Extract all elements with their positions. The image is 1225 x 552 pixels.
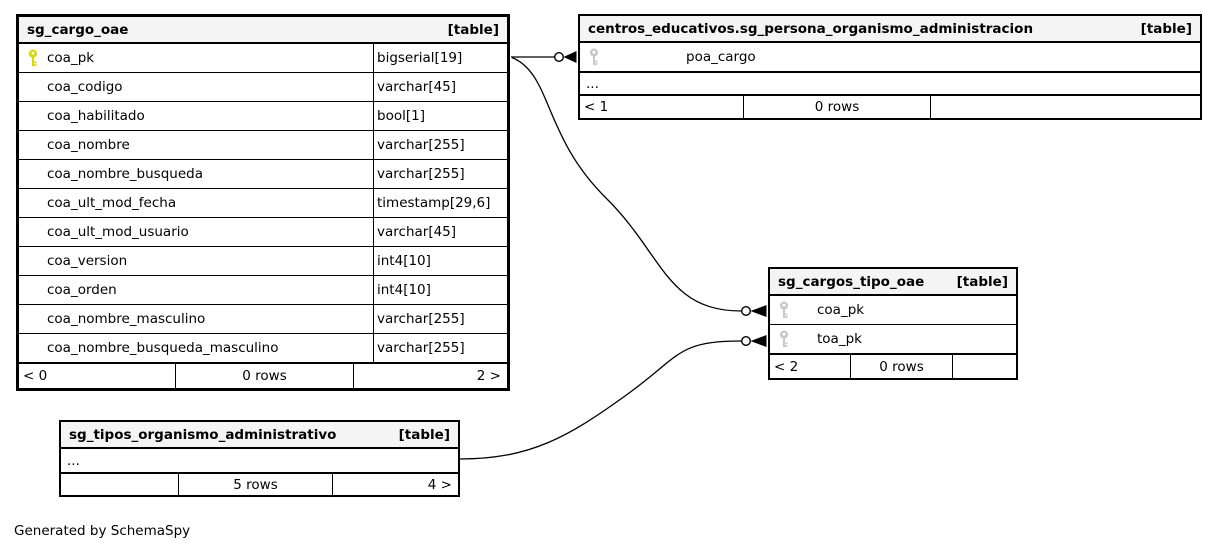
row-count: 0 rows [850, 355, 952, 378]
table-header: centros_educativos.sg_persona_organismo_… [580, 16, 1200, 43]
row-count: 0 rows [743, 96, 930, 118]
cardinality-marker-cargos_tipo-coa_pk [741, 305, 767, 317]
column-name: coa_pk [817, 302, 865, 318]
table-header: sg_cargo_oae [table] [19, 17, 507, 44]
column-type: int4[10] [373, 247, 507, 275]
paginator-next[interactable]: 4 > [332, 474, 458, 495]
column-row: coa_pk bigserial[19] [19, 44, 507, 72]
column-name-cell: poa_cargo [580, 43, 1200, 71]
column-name: coa_pk [47, 50, 95, 66]
column-name: toa_pk [817, 331, 862, 347]
table-type-tag: [table] [956, 273, 1008, 290]
column-name: coa_orden [47, 282, 117, 298]
column-row: toa_pk [770, 324, 1016, 353]
column-row: coa_version int4[10] [19, 246, 507, 275]
paginator-prev[interactable]: < 2 [774, 358, 799, 375]
cardinality-marker-cargos_tipo-toa_pk [741, 335, 767, 347]
table-header: sg_tipos_organismo_administrativo [table… [61, 422, 458, 449]
table-sg_tipos_organismo_administrativo[interactable]: sg_tipos_organismo_administrativo [table… [59, 420, 460, 497]
column-name: coa_version [47, 253, 128, 269]
paginator-prev [61, 474, 178, 495]
table-centros_educativos-sg_persona_organismo_administracion[interactable]: centros_educativos.sg_persona_organismo_… [578, 14, 1202, 120]
column-type: bool[1] [373, 102, 507, 130]
column-row: coa_orden int4[10] [19, 275, 507, 304]
column-name: coa_nombre_busqueda [47, 166, 203, 182]
table-sg_cargos_tipo_oae[interactable]: sg_cargos_tipo_oae [table] coa_pk [768, 267, 1018, 380]
column-name-cell: coa_pk [770, 296, 1016, 324]
column-type: varchar[45] [373, 73, 507, 101]
paginator-next[interactable]: 2 > [353, 364, 507, 388]
column-row: coa_codigo varchar[45] [19, 72, 507, 101]
foreign-key-icon [778, 301, 794, 319]
column-type: bigserial[19] [373, 44, 507, 72]
column-name-cell: coa_version [19, 247, 373, 275]
ellipsis-row: ... [67, 452, 80, 469]
column-type: timestamp[29,6] [373, 189, 507, 217]
column-type: varchar[45] [373, 218, 507, 246]
column-name-cell: toa_pk [770, 325, 1016, 353]
table-title: sg_cargos_tipo_oae [778, 273, 925, 290]
column-row: coa_ult_mod_fecha timestamp[29,6] [19, 188, 507, 217]
column-row: poa_cargo [580, 43, 1200, 73]
column-type: varchar[255] [373, 305, 507, 333]
column-row: coa_nombre varchar[255] [19, 130, 507, 159]
column-name-cell: coa_habilitado [19, 102, 373, 130]
foreign-key-icon [778, 330, 794, 348]
table-title: sg_cargo_oae [27, 21, 129, 38]
column-type: varchar[255] [373, 131, 507, 159]
column-name: coa_nombre_busqueda_masculino [47, 340, 279, 356]
paginator-prev[interactable]: < 0 [23, 368, 48, 384]
column-name-cell: coa_ult_mod_fecha [19, 189, 373, 217]
column-name-cell: coa_pk [19, 44, 373, 72]
column-name-cell: coa_nombre_busqueda_masculino [19, 334, 373, 362]
column-name: coa_nombre [47, 137, 130, 153]
column-row: coa_nombre_busqueda_masculino varchar[25… [19, 333, 507, 362]
table-footer: < 2 0 rows [770, 353, 1016, 378]
table-sg_cargo_oae[interactable]: sg_cargo_oae [table] coa_pk bigserial[19… [16, 14, 510, 391]
table-footer: 5 rows 4 > [61, 472, 458, 495]
column-row: coa_habilitado bool[1] [19, 101, 507, 130]
column-row: coa_ult_mod_usuario varchar[45] [19, 217, 507, 246]
ellipsis-row: ... [586, 75, 599, 92]
column-name-cell: coa_nombre_masculino [19, 305, 373, 333]
table-header: sg_cargos_tipo_oae [table] [770, 269, 1016, 296]
table-title: centros_educativos.sg_persona_organismo_… [588, 20, 1034, 37]
column-name: coa_habilitado [47, 108, 145, 124]
table-footer: < 1 0 rows [580, 94, 1200, 118]
column-row: coa_pk [770, 296, 1016, 324]
column-name-cell: coa_orden [19, 276, 373, 304]
column-name-cell: coa_nombre [19, 131, 373, 159]
column-type: varchar[255] [373, 334, 507, 362]
column-type: varchar[255] [373, 160, 507, 188]
primary-key-icon [27, 49, 43, 67]
column-name: poa_cargo [686, 49, 756, 65]
row-count: 5 rows [178, 474, 332, 495]
column-row: coa_nombre_busqueda varchar[255] [19, 159, 507, 188]
column-name: coa_ult_mod_fecha [47, 195, 177, 211]
paginator-next [930, 96, 1200, 118]
foreign-key-icon [588, 48, 604, 66]
generated-by-note: Generated by SchemaSpy [14, 523, 191, 539]
column-name-cell: coa_codigo [19, 73, 373, 101]
table-title: sg_tipos_organismo_administrativo [69, 426, 337, 443]
column-name: coa_codigo [47, 79, 123, 95]
column-type: int4[10] [373, 276, 507, 304]
column-name: coa_ult_mod_usuario [47, 224, 189, 240]
column-name-cell: coa_nombre_busqueda [19, 160, 373, 188]
table-type-tag: [table] [447, 21, 499, 38]
column-row: coa_nombre_masculino varchar[255] [19, 304, 507, 333]
table-type-tag: [table] [398, 426, 450, 443]
row-count: 0 rows [175, 364, 353, 388]
table-footer: < 0 0 rows 2 > [19, 362, 507, 388]
paginator-prev[interactable]: < 1 [584, 99, 609, 115]
column-name: coa_nombre_masculino [47, 311, 206, 327]
cardinality-marker-persona [554, 51, 577, 63]
column-name-cell: coa_ult_mod_usuario [19, 218, 373, 246]
table-type-tag: [table] [1140, 20, 1192, 37]
paginator-next [952, 355, 1016, 378]
